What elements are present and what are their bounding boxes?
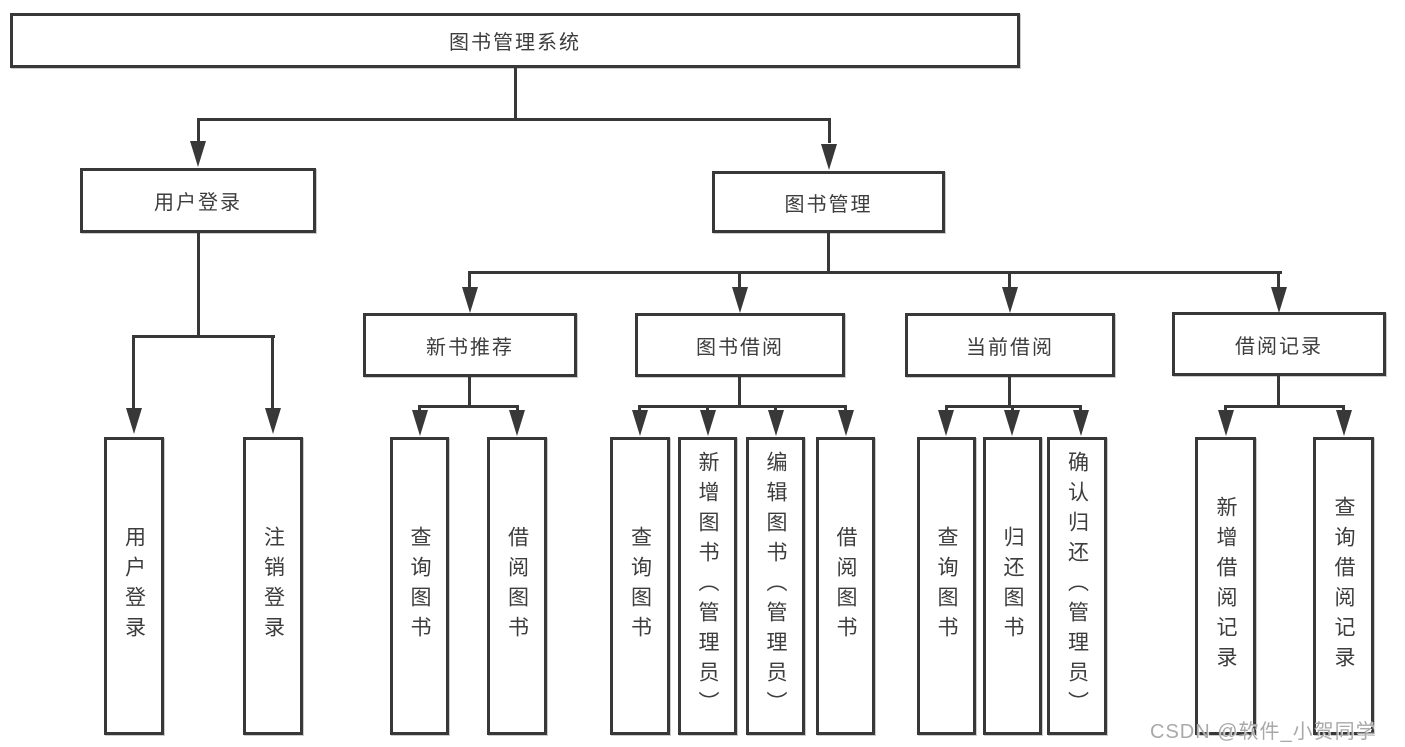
node-root: 图书管理系统 xyxy=(10,13,1020,68)
leaf-query-books-3: 查询图书 xyxy=(917,437,976,735)
leaf-borrow-books-1: 借阅图书 xyxy=(487,437,547,735)
leaf-return-books-label: 归还图书 xyxy=(1001,526,1024,646)
connector-line xyxy=(132,335,135,408)
leaf-add-book-admin: 新增图书（管理员） xyxy=(678,437,737,735)
leaf-query-books-2: 查询图书 xyxy=(610,437,670,735)
node-user-login-label: 用户登录 xyxy=(154,192,242,214)
connector-line xyxy=(738,271,741,289)
leaf-edit-book-admin-label: 编辑图书（管理员） xyxy=(764,451,787,721)
leaf-add-borrow-record: 新增借阅记录 xyxy=(1195,437,1256,735)
connector-line xyxy=(828,118,831,143)
connector-line xyxy=(1224,405,1345,408)
node-current-borrow-label: 当前借阅 xyxy=(966,336,1054,359)
connector-arrow-icon xyxy=(462,287,478,313)
node-book-borrow: 图书借阅 xyxy=(635,313,845,377)
leaf-logout-label: 注销登录 xyxy=(261,526,285,646)
leaf-query-books-1: 查询图书 xyxy=(390,437,449,735)
connector-arrow-icon xyxy=(732,287,748,313)
leaf-return-books: 归还图书 xyxy=(983,437,1042,735)
connector-line xyxy=(638,405,847,408)
leaf-borrow-books-1-label: 借阅图书 xyxy=(505,526,529,646)
connector-arrow-icon xyxy=(632,410,648,436)
watermark: CSDN @软件_小贺同学 xyxy=(1150,721,1377,743)
connector-line xyxy=(774,405,777,412)
connector-line xyxy=(1008,271,1011,289)
leaf-add-borrow-record-label: 新增借阅记录 xyxy=(1214,496,1237,676)
node-new-book-recommend-label: 新书推荐 xyxy=(426,336,514,359)
connector-arrow-icon xyxy=(126,408,142,434)
node-current-borrow: 当前借阅 xyxy=(905,313,1115,377)
connector-line xyxy=(418,405,421,412)
connector-line xyxy=(706,405,709,412)
leaf-query-borrow-record: 查询借阅记录 xyxy=(1313,437,1374,735)
connector-arrow-icon xyxy=(1004,410,1020,436)
connector-line xyxy=(516,405,519,412)
connector-line xyxy=(468,271,471,289)
leaf-confirm-return-admin: 确认归还（管理员） xyxy=(1047,437,1107,735)
leaf-edit-book-admin: 编辑图书（管理员） xyxy=(746,437,805,735)
connector-arrow-icon xyxy=(700,410,716,436)
connector-line xyxy=(1277,376,1280,407)
connector-line xyxy=(1277,271,1280,289)
node-book-management: 图书管理 xyxy=(712,171,945,233)
connector-arrow-icon xyxy=(190,141,206,167)
leaf-query-books-3-label: 查询图书 xyxy=(935,526,958,646)
node-user-login: 用户登录 xyxy=(80,168,316,233)
connector-arrow-icon xyxy=(838,410,854,436)
connector-arrow-icon xyxy=(1271,287,1287,313)
leaf-confirm-return-admin-label: 确认归还（管理员） xyxy=(1065,451,1089,721)
leaf-borrow-books-2: 借阅图书 xyxy=(816,437,875,735)
connector-arrow-icon xyxy=(821,144,837,170)
connector-line xyxy=(197,233,200,337)
connector-arrow-icon xyxy=(509,410,525,436)
connector-arrow-icon xyxy=(1002,287,1018,313)
leaf-query-books-1-label: 查询图书 xyxy=(408,526,431,646)
leaf-query-borrow-record-label: 查询借阅记录 xyxy=(1332,496,1355,676)
connector-line xyxy=(1008,377,1011,407)
node-borrow-records-label: 借阅记录 xyxy=(1235,335,1323,358)
connector-line xyxy=(827,233,830,273)
connector-line xyxy=(1011,405,1014,412)
connector-line xyxy=(1079,405,1082,412)
connector-line xyxy=(1342,405,1345,412)
connector-arrow-icon xyxy=(938,410,954,436)
connector-arrow-icon xyxy=(412,410,428,436)
connector-line xyxy=(844,405,847,412)
connector-arrow-icon xyxy=(1073,410,1089,436)
leaf-user-login-label: 用户登录 xyxy=(122,526,146,646)
leaf-logout: 注销登录 xyxy=(243,437,303,735)
node-root-label: 图书管理系统 xyxy=(449,32,581,54)
connector-line xyxy=(1224,405,1227,412)
node-new-book-recommend: 新书推荐 xyxy=(363,313,577,377)
connector-arrow-icon xyxy=(768,410,784,436)
connector-line xyxy=(638,405,641,412)
connector-line xyxy=(132,335,275,338)
node-book-borrow-label: 图书借阅 xyxy=(696,336,784,359)
connector-line xyxy=(197,118,831,121)
leaf-add-book-admin-label: 新增图书（管理员） xyxy=(696,451,719,721)
connector-line xyxy=(469,271,1282,274)
connector-line xyxy=(418,405,519,408)
node-book-management-label: 图书管理 xyxy=(784,193,873,216)
leaf-query-books-2-label: 查询图书 xyxy=(628,526,652,646)
connector-line xyxy=(738,377,741,407)
connector-arrow-icon xyxy=(1218,410,1234,436)
connector-line xyxy=(514,68,517,121)
node-borrow-records: 借阅记录 xyxy=(1172,312,1386,376)
connector-line xyxy=(197,118,200,143)
connector-arrow-icon xyxy=(1336,410,1352,436)
connector-line xyxy=(945,405,948,412)
leaf-user-login: 用户登录 xyxy=(104,437,164,735)
connector-line xyxy=(271,335,274,408)
leaf-borrow-books-2-label: 借阅图书 xyxy=(834,526,857,646)
connector-arrow-icon xyxy=(265,408,281,434)
connector-line xyxy=(468,377,471,407)
